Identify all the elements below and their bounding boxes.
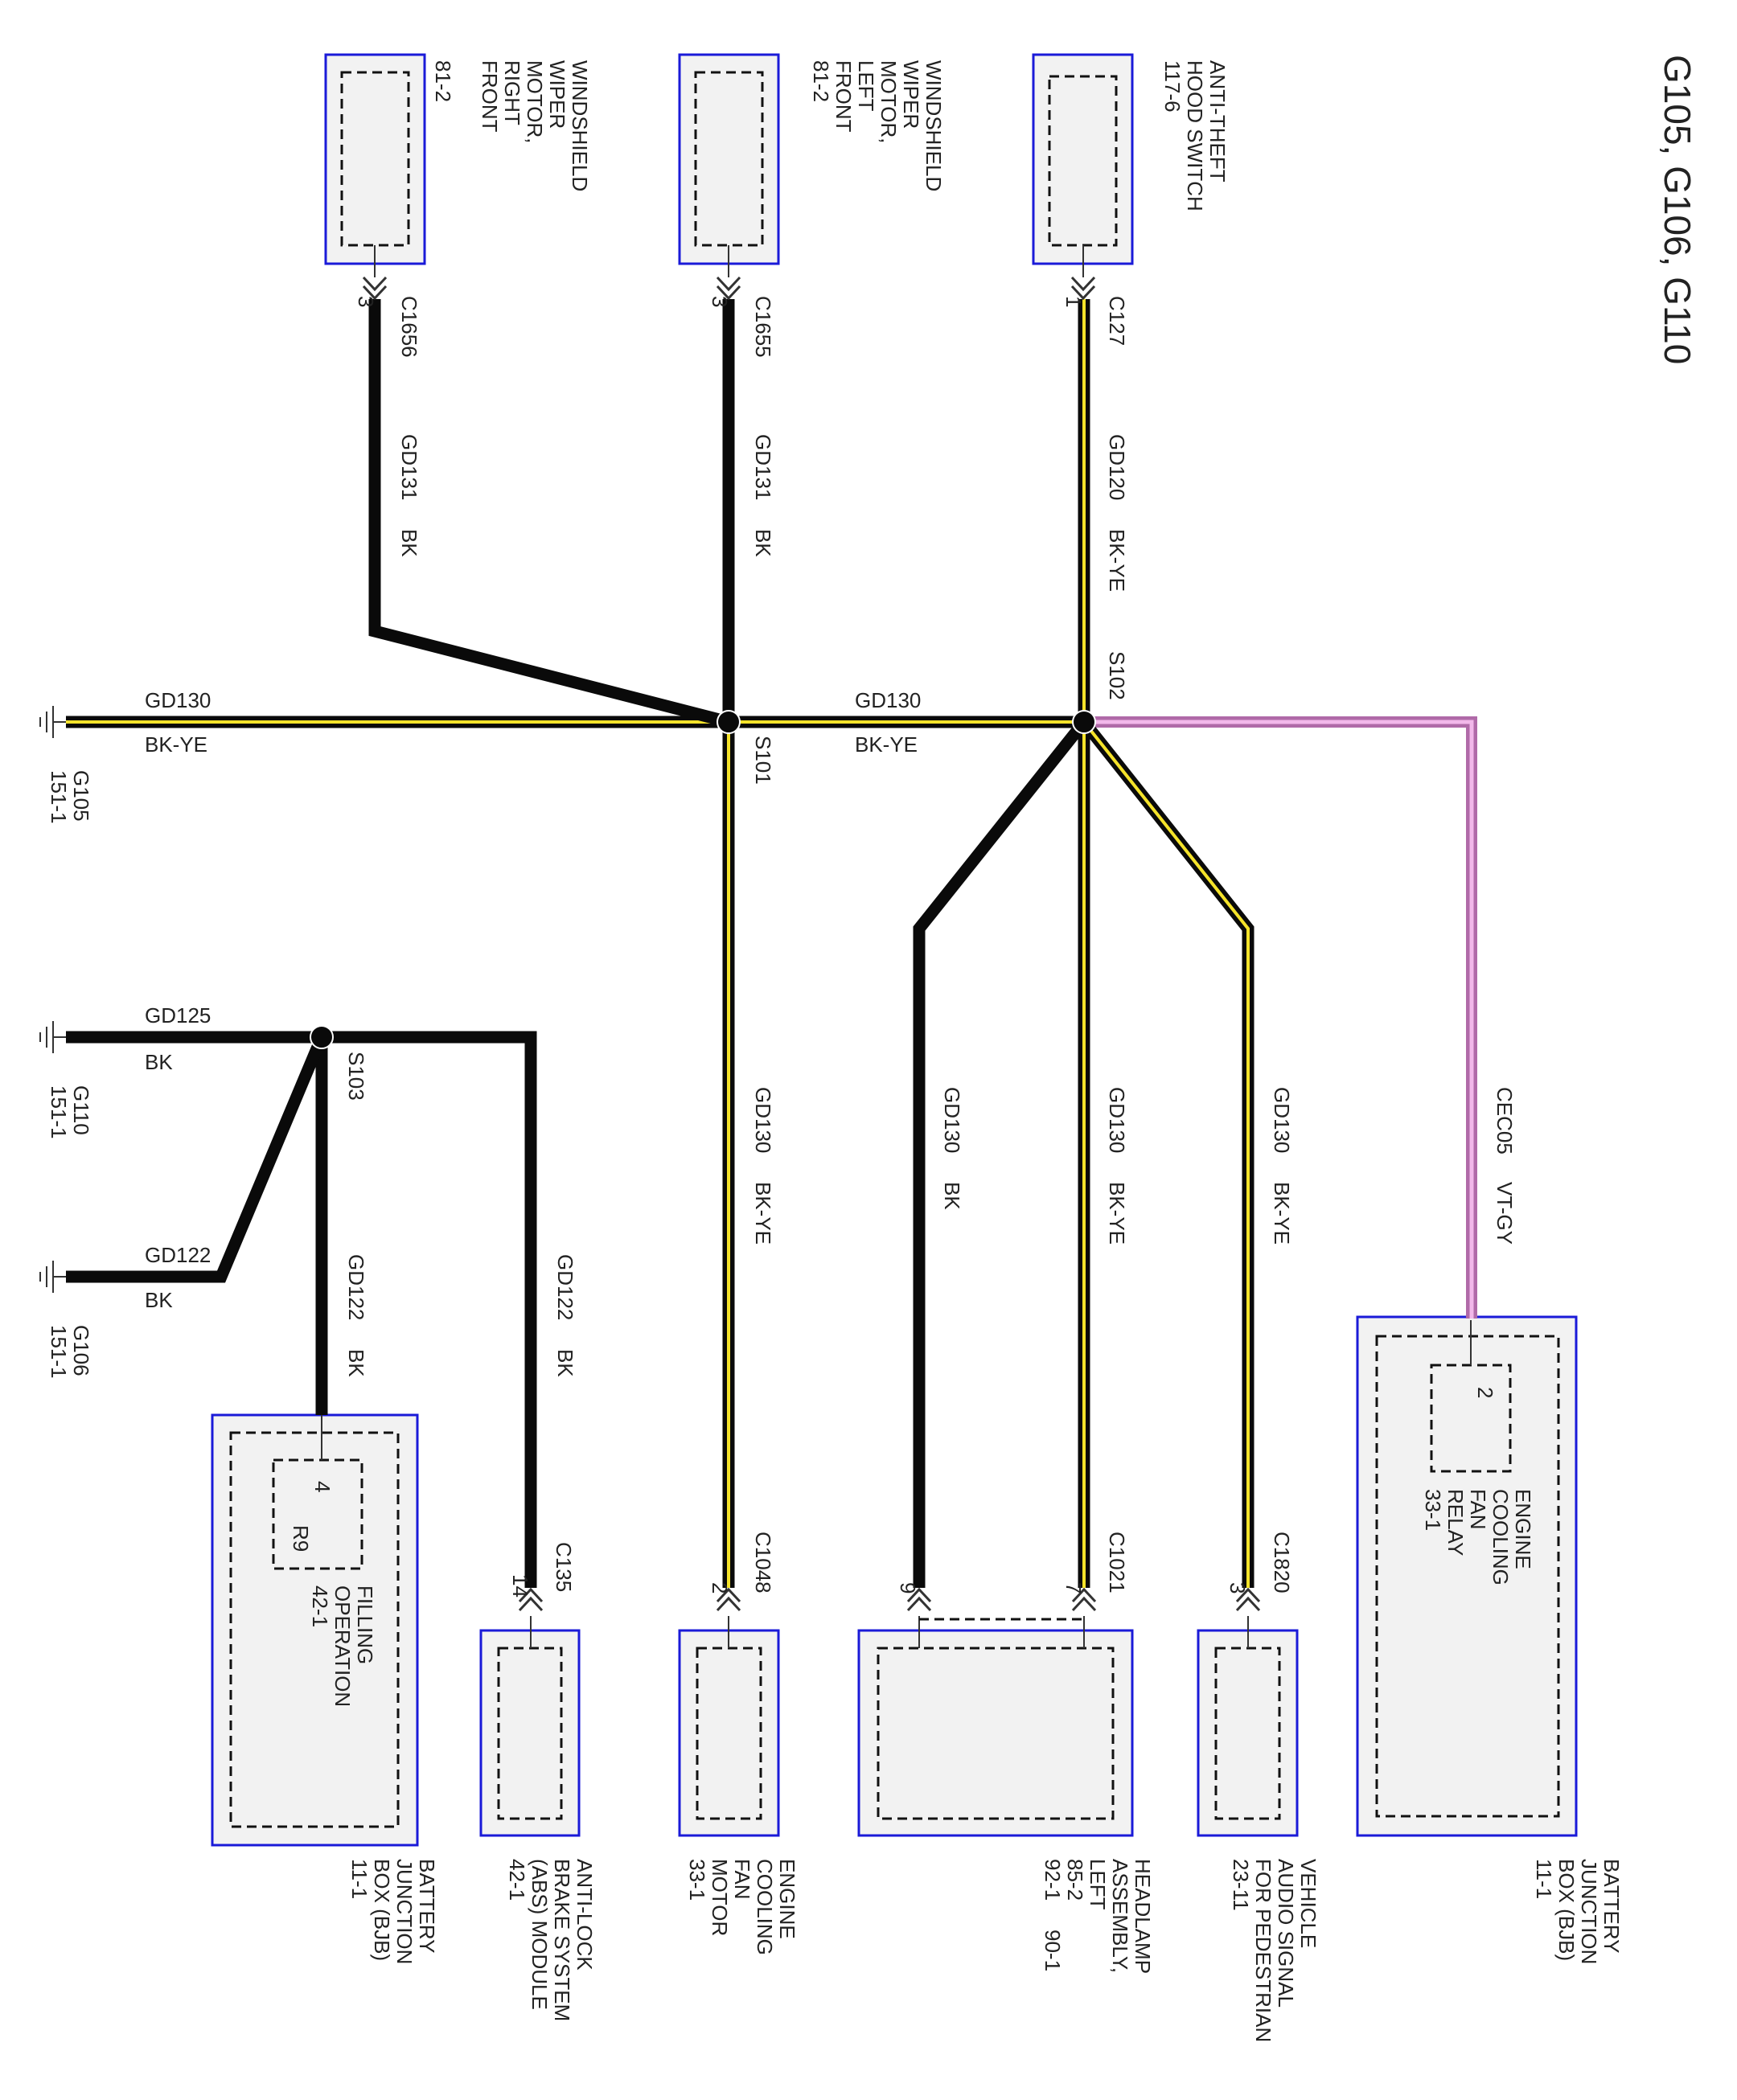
diagram-title: G105, G106, G110 (1657, 55, 1698, 364)
gd130-audio-circuit: GD130 (1270, 1087, 1294, 1153)
connector-c127-symbol (1070, 276, 1096, 301)
headlamp-label: HEADLAMP ASSEMBLY, LEFT 85-2 92-1 (1041, 1859, 1155, 1979)
splice-s101 (717, 710, 741, 734)
hood-switch-label: ANTI-THEFT HOOD SWITCH 117-6 (1160, 60, 1230, 217)
fan-motor-label: ENGINE COOLING FAN MOTOR 33-1 (685, 1859, 799, 1961)
wire-gd130-head9 (913, 718, 1089, 1588)
ground-g105-icon (39, 706, 66, 738)
gd130-link-color: BK-YE (855, 732, 918, 757)
gd122-ground-color: BK (145, 1288, 173, 1312)
gd125-color: BK (145, 1050, 173, 1074)
g110-label: G110 151-1 (47, 1085, 93, 1141)
g106-label: G106 151-1 (47, 1325, 93, 1382)
gd130-head7-color: BK-YE (1105, 1182, 1129, 1245)
connector-c1820-symbol (1235, 1587, 1261, 1612)
connector-c1655-symbol (716, 276, 741, 301)
s102-label: S102 (1105, 651, 1129, 700)
c1021-pin-b: 9 (896, 1582, 920, 1593)
audio-label: VEHICLE AUDIO SIGNAL FOR PEDESTRIAN 23-1… (1229, 1859, 1320, 2048)
c1656-id: C1656 (397, 296, 421, 358)
c127-pin: 1 (1062, 296, 1086, 307)
gd131-right-circuit: GD131 (397, 434, 421, 500)
bjb-right-label: BATTERY JUNCTION BOX (BJB) 11-1 (1532, 1859, 1624, 1971)
ground-g110-icon (39, 1021, 66, 1053)
wiper-motor-right-component (324, 53, 426, 277)
c1655-id: C1655 (751, 296, 775, 358)
headlamp-component (857, 1616, 1134, 1837)
g105-label: G105 151-1 (47, 770, 93, 827)
relay-pin-label: 2 (1473, 1387, 1497, 1398)
c1048-id: C1048 (751, 1532, 775, 1593)
abs-label: ANTI-LOCK BRAKE SYSTEM (ABS) MODULE 42-1 (505, 1859, 597, 2028)
fan-motor-component (678, 1616, 780, 1837)
connector-c1021-pin7-symbol (1071, 1587, 1097, 1612)
wiper-left-label-block: WINDSHIELD WIPER MOTOR, LEFT FRONT 81-2 (809, 60, 946, 197)
gd120-circuit: GD120 (1105, 434, 1129, 500)
bjb-left-component (211, 1413, 419, 1847)
s101-label: S101 (751, 736, 775, 785)
gd130-link-circuit: GD130 (855, 688, 921, 712)
connector-c1656-symbol (362, 276, 388, 301)
ground-g106-icon (39, 1261, 66, 1293)
filling-pin-label: 4 (310, 1481, 335, 1492)
wiper-right-label: 81-2 (431, 60, 455, 102)
c135-pin: 14 (508, 1574, 532, 1598)
gd130-head7-circuit: GD130 (1105, 1087, 1129, 1153)
c1021-id: C1021 (1105, 1532, 1129, 1593)
gd131-left-circuit: GD131 (751, 434, 775, 500)
s103-label: S103 (344, 1052, 368, 1101)
gd130-head9-color: BK (940, 1182, 964, 1210)
c127-id: C127 (1105, 296, 1129, 346)
hood-switch-component (1032, 53, 1134, 277)
wire-gd122-abs (322, 1031, 537, 1588)
gd131-right-color: BK (397, 529, 421, 557)
abs-module-component (479, 1616, 581, 1837)
gd122-abs-color: BK (553, 1349, 577, 1377)
c1021-pin-a: 7 (1062, 1582, 1086, 1593)
wiper-motor-left-component (678, 53, 780, 277)
audio-signal-component (1197, 1616, 1299, 1837)
relay-label: ENGINE COOLING FAN RELAY 33-1 (1421, 1489, 1535, 1591)
wire-cec05 (1084, 716, 1477, 1319)
gd130-fan-circuit: GD130 (751, 1087, 775, 1153)
gd130-fan-color: BK-YE (751, 1182, 775, 1245)
gd122-abs-circuit: GD122 (553, 1254, 577, 1320)
c1656-pin: 3 (354, 296, 378, 307)
gd122-bjb-color: BK (344, 1349, 368, 1377)
c135-id: C135 (552, 1542, 576, 1592)
headlamp-extra-label: 90-1 (1041, 1930, 1065, 1971)
gd120-color: BK-YE (1105, 529, 1129, 592)
filling-ref-label: R9 (289, 1525, 313, 1552)
cec05-color: VT-GY (1493, 1182, 1517, 1245)
bjb-left-label: BATTERY JUNCTION BOX (BJB) 11-1 (347, 1859, 439, 1971)
gd130-ground-circuit: GD130 (145, 688, 211, 712)
splice-s103 (310, 1025, 334, 1049)
filling-label: FILLING OPERATION 42-1 (308, 1585, 377, 1712)
gd122-ground-circuit: GD122 (145, 1243, 211, 1267)
gd122-bjb-circuit: GD122 (344, 1254, 368, 1320)
c1048-pin: 2 (708, 1582, 732, 1593)
connector-c1021-pin9-symbol (906, 1587, 932, 1612)
gd131-left-color: BK (751, 529, 775, 557)
connector-c1048-symbol (716, 1587, 741, 1612)
gd125-circuit: GD125 (145, 1003, 211, 1027)
connector-c135-symbol (518, 1587, 544, 1612)
bjb-right-component (1356, 1315, 1578, 1837)
c1820-id: C1820 (1270, 1532, 1294, 1593)
c1820-pin: 3 (1226, 1582, 1250, 1593)
wiper-right-label-block: WINDSHIELD WIPER MOTOR, RIGHT FRONT (478, 60, 592, 197)
wire-gd122-ground (66, 1035, 327, 1283)
gd130-audio-color: BK-YE (1270, 1182, 1294, 1245)
c1655-pin: 3 (708, 296, 732, 307)
wire-gd131-right (368, 299, 730, 728)
gd130-ground-color: BK-YE (145, 732, 207, 757)
wire-gd130-audio (1079, 718, 1254, 1588)
splice-s102 (1072, 710, 1096, 734)
gd130-head9-circuit: GD130 (940, 1087, 964, 1153)
cec05-circuit: CEC05 (1493, 1087, 1517, 1155)
